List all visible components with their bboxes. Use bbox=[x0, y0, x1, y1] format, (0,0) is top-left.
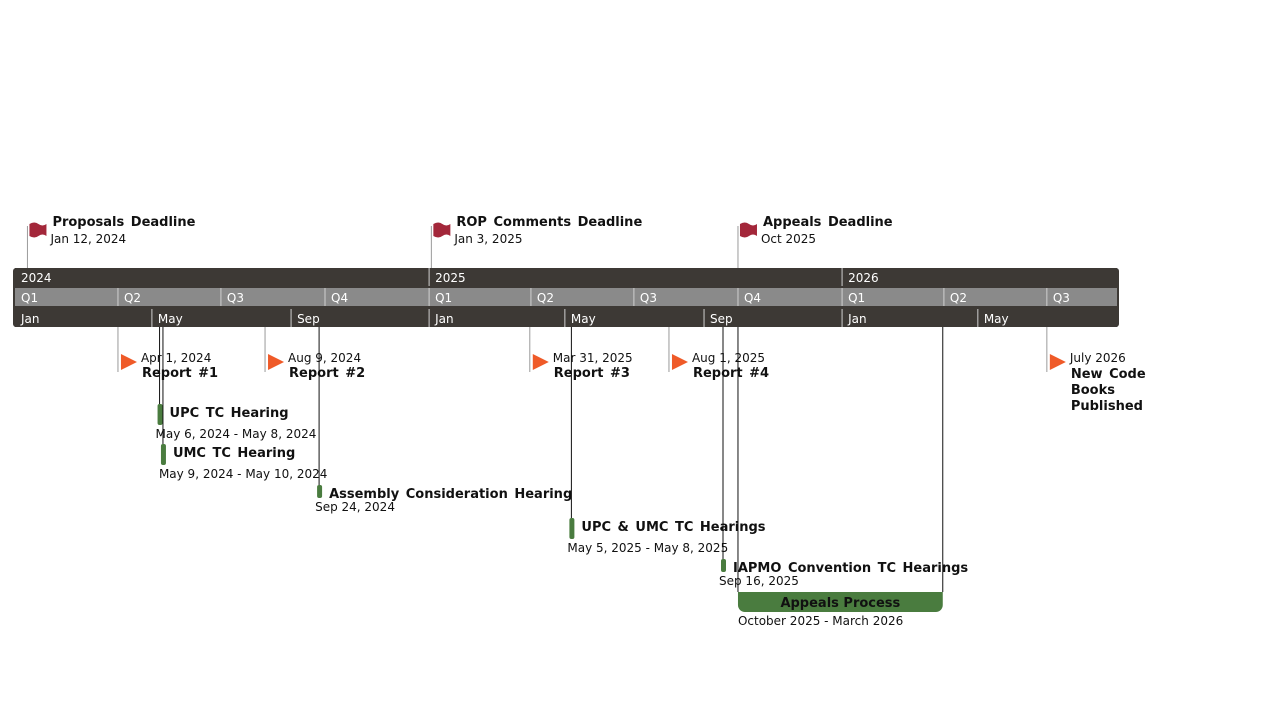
month-label: Jan bbox=[847, 312, 867, 326]
milestone-date: Oct 2025 bbox=[760, 232, 817, 246]
triangle-icon bbox=[268, 354, 285, 370]
task-title: Appeals Process bbox=[780, 596, 900, 611]
task-date: May 9, 2024 - May 10, 2024 bbox=[158, 467, 328, 481]
year-segment bbox=[429, 268, 843, 286]
quarter-label: Q4 bbox=[744, 291, 761, 305]
year-segment bbox=[842, 268, 1117, 286]
month-segment bbox=[291, 309, 430, 327]
task-bar bbox=[721, 559, 727, 572]
quarter-label: Q1 bbox=[848, 291, 865, 305]
task-title: IAPMO Convention TC Hearings bbox=[733, 561, 969, 576]
flag-icon bbox=[739, 222, 757, 238]
quarter-label: Q1 bbox=[435, 291, 452, 305]
month-segment bbox=[704, 309, 843, 327]
milestone-title: Proposals Deadline bbox=[52, 215, 196, 230]
quarter-label: Q3 bbox=[1053, 291, 1070, 305]
quarter-segment bbox=[1046, 288, 1117, 306]
task-date: Sep 16, 2025 bbox=[719, 574, 799, 588]
quarter-label: Q2 bbox=[950, 291, 967, 305]
quarter-segment bbox=[325, 288, 430, 306]
year-label: 2025 bbox=[435, 271, 466, 285]
milestone-title: New Code Books Published bbox=[1070, 367, 1146, 414]
quarter-label: Q3 bbox=[227, 291, 244, 305]
month-label: May bbox=[158, 312, 183, 326]
triangle-icon bbox=[120, 354, 137, 370]
milestone-title: Report #4 bbox=[692, 366, 770, 381]
month-segment bbox=[564, 309, 705, 327]
milestone-title: Appeals Deadline bbox=[762, 215, 893, 230]
task-title: UPC TC Hearing bbox=[169, 406, 289, 421]
milestone-date: Jan 12, 2024 bbox=[50, 232, 127, 246]
task-bar bbox=[317, 485, 323, 498]
flag-icon bbox=[29, 222, 47, 238]
quarter-label: Q1 bbox=[21, 291, 38, 305]
month-label: May bbox=[571, 312, 596, 326]
month-label: Sep bbox=[297, 312, 320, 326]
month-label: Jan bbox=[434, 312, 454, 326]
task-date: October 2025 - March 2026 bbox=[737, 614, 904, 628]
year-band: 2024 2025 2026 bbox=[15, 268, 1117, 286]
year-segment bbox=[15, 268, 430, 286]
month-segment bbox=[151, 309, 292, 327]
month-band: Jan May Sep Jan May Sep Jan May bbox=[15, 309, 1117, 327]
task-title: UPC & UMC TC Hearings bbox=[581, 520, 766, 535]
month-label: Sep bbox=[710, 312, 733, 326]
flag-icon bbox=[433, 222, 451, 238]
triangle-icon bbox=[532, 354, 549, 370]
milestone-title: Report #1 bbox=[141, 366, 219, 381]
task-date: May 6, 2024 - May 8, 2024 bbox=[155, 427, 317, 441]
triangle-icon bbox=[1049, 354, 1066, 370]
quarter-label: Q4 bbox=[331, 291, 348, 305]
month-segment bbox=[15, 309, 152, 327]
task-bar bbox=[160, 444, 166, 465]
quarter-segment bbox=[842, 288, 944, 306]
year-label: 2024 bbox=[21, 271, 52, 285]
task-date: May 5, 2025 - May 8, 2025 bbox=[567, 541, 729, 555]
milestone-date: Mar 31, 2025 bbox=[552, 351, 633, 365]
task-bar bbox=[569, 518, 575, 539]
month-label: May bbox=[984, 312, 1009, 326]
month-segment bbox=[977, 309, 1117, 327]
quarter-band: Q1 Q2 Q3 Q4 Q1 Q2 Q3 Q4 Q1 Q2 Q3 bbox=[15, 288, 1117, 306]
milestone-title: ROP Comments Deadline bbox=[456, 215, 643, 230]
quarter-segment bbox=[943, 288, 1047, 306]
year-label: 2026 bbox=[848, 271, 879, 285]
quarter-segment bbox=[530, 288, 634, 306]
quarter-segment bbox=[15, 288, 118, 306]
quarter-segment bbox=[737, 288, 843, 306]
month-segment bbox=[429, 309, 565, 327]
quarter-label: Q2 bbox=[537, 291, 554, 305]
month-segment bbox=[842, 309, 978, 327]
quarter-segment bbox=[633, 288, 738, 306]
milestone-date: Aug 9, 2024 bbox=[288, 351, 362, 365]
milestone-date: Jan 3, 2025 bbox=[454, 232, 523, 246]
month-label: Jan bbox=[20, 312, 40, 326]
milestone-title: Report #2 bbox=[289, 366, 366, 381]
quarter-label: Q2 bbox=[124, 291, 141, 305]
milestone-title: Report #3 bbox=[553, 366, 630, 381]
milestone-date: Aug 1, 2025 bbox=[691, 351, 766, 365]
milestone-date: July 2026 bbox=[1069, 351, 1126, 365]
triangle-icon bbox=[671, 354, 688, 370]
task-date: Sep 24, 2024 bbox=[315, 500, 395, 514]
quarter-segment bbox=[117, 288, 221, 306]
quarter-label: Q3 bbox=[640, 291, 657, 305]
milestone-date: Apr 1, 2024 bbox=[140, 351, 212, 365]
quarter-segment bbox=[220, 288, 326, 306]
task-title: Assembly Consideration Hearing bbox=[329, 487, 573, 502]
task-title: UMC TC Hearing bbox=[172, 446, 296, 461]
task-bar bbox=[157, 404, 163, 425]
task-bar bbox=[737, 592, 943, 612]
quarter-segment bbox=[429, 288, 531, 306]
